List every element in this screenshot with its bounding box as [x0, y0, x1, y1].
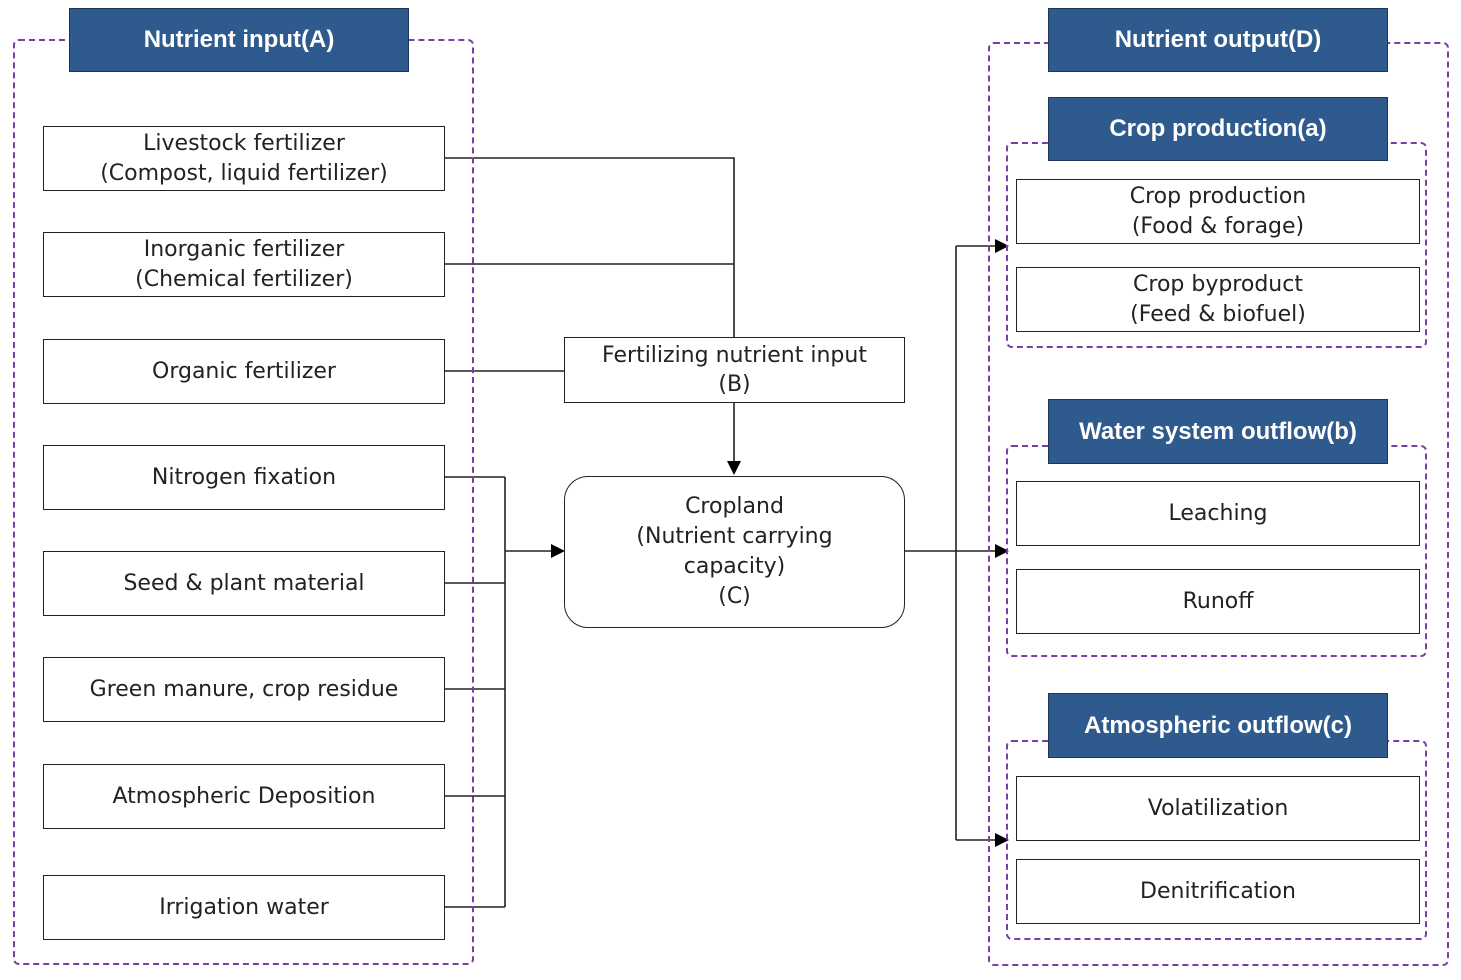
box-line: Volatilization — [1147, 795, 1289, 821]
box-line: Leaching — [1168, 500, 1268, 526]
output-leaching: Leaching — [1016, 481, 1420, 546]
crop-production-header: Crop production(a) — [1048, 97, 1388, 161]
box-line: capacity) — [683, 554, 786, 579]
box-line: (Food & forage) — [1131, 213, 1305, 239]
water-outflow-header: Water system outflow(b) — [1048, 399, 1388, 464]
box-line: Inorganic fertilizer — [143, 236, 345, 262]
input-organic-fertilizer: Organic fertilizer — [43, 339, 445, 404]
box-line: Organic fertilizer — [152, 358, 336, 384]
box-line: Livestock fertilizer — [143, 130, 345, 156]
box-line: Atmospheric Deposition — [112, 783, 376, 809]
box-line: Crop byproduct — [1133, 271, 1303, 297]
box-line: Fertilizing nutrient input — [602, 343, 867, 368]
nutrient-output-header: Nutrient output(D) — [1048, 8, 1388, 72]
box-line: (Nutrient carrying — [636, 524, 833, 549]
cropland-box: Cropland (Nutrient carrying capacity) (C… — [564, 476, 905, 628]
box-line: (Chemical fertilizer) — [135, 266, 353, 292]
input-green-manure: Green manure, crop residue — [43, 657, 445, 722]
input-atmospheric-deposition: Atmospheric Deposition — [43, 764, 445, 829]
nutrient-input-header: Nutrient input(A) — [69, 8, 409, 72]
box-line: (Feed & biofuel) — [1130, 301, 1306, 327]
output-denitrification: Denitrification — [1016, 859, 1420, 924]
box-line: Denitrification — [1140, 878, 1296, 904]
box-line: (B) — [718, 372, 751, 397]
box-line: Irrigation water — [159, 894, 329, 920]
box-line: (C) — [718, 584, 751, 609]
input-livestock-fertilizer: Livestock fertilizer (Compost, liquid fe… — [43, 126, 445, 191]
fertilizing-nutrient-input-box: Fertilizing nutrient input (B) — [564, 337, 905, 403]
box-line: Nitrogen fixation — [151, 464, 337, 490]
output-runoff: Runoff — [1016, 569, 1420, 634]
box-line: Cropland — [685, 494, 784, 519]
input-seed-plant-material: Seed & plant material — [43, 551, 445, 616]
input-nitrogen-fixation: Nitrogen fixation — [43, 445, 445, 510]
output-volatilization: Volatilization — [1016, 776, 1420, 841]
atmospheric-outflow-header: Atmospheric outflow(c) — [1048, 693, 1388, 758]
input-irrigation-water: Irrigation water — [43, 875, 445, 940]
output-crop-production: Crop production (Food & forage) — [1016, 179, 1420, 244]
box-line: (Compost, liquid fertilizer) — [100, 160, 388, 186]
connector-livestock — [445, 157, 735, 337]
box-line: Seed & plant material — [123, 570, 365, 596]
output-crop-byproduct: Crop byproduct (Feed & biofuel) — [1016, 267, 1420, 332]
box-line: Green manure, crop residue — [89, 676, 399, 702]
input-inorganic-fertilizer: Inorganic fertilizer (Chemical fertilize… — [43, 232, 445, 297]
box-line: Crop production — [1129, 183, 1307, 209]
box-line: Runoff — [1182, 588, 1254, 614]
